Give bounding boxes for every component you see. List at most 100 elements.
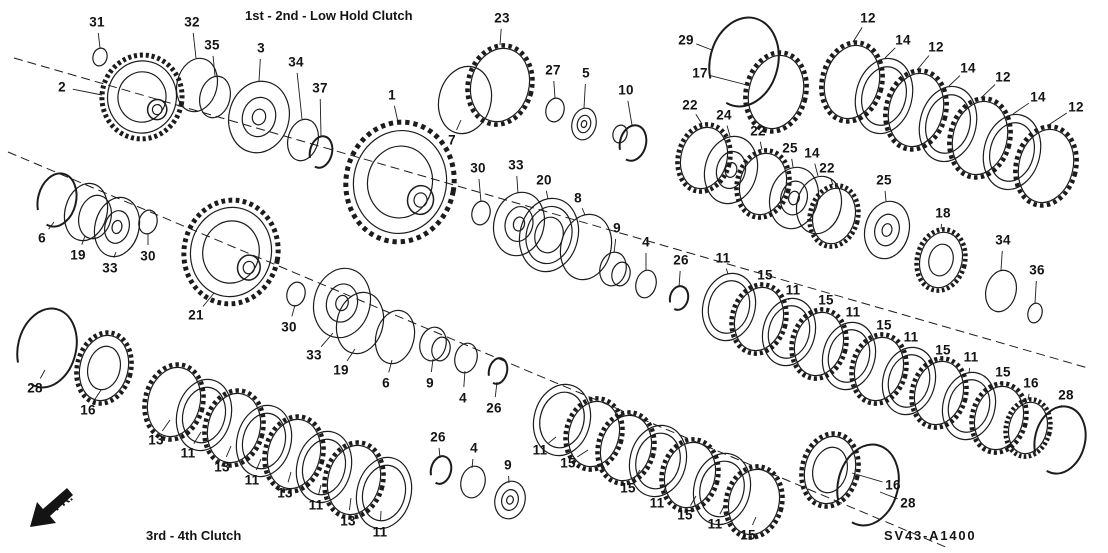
- part-shape: [807, 183, 861, 249]
- part-shape: [887, 354, 931, 408]
- part-shape: [343, 119, 457, 245]
- part-shape: [146, 366, 202, 438]
- part-shape: [563, 396, 625, 472]
- leader-line: [752, 516, 757, 526]
- leader-line: [940, 223, 943, 230]
- part-shape: [437, 65, 493, 135]
- part-shape: [827, 329, 871, 383]
- part-shape: [93, 196, 141, 258]
- part-shape: [559, 213, 613, 281]
- part-shape: [567, 400, 621, 468]
- leader-line: [1027, 393, 1030, 401]
- part-shape: [918, 231, 964, 289]
- part-shape: [779, 180, 809, 216]
- part-shape: [206, 392, 262, 464]
- part-shape: [504, 206, 534, 242]
- leader-line: [225, 445, 232, 458]
- part-shape: [599, 251, 627, 287]
- leader-line: [661, 482, 669, 494]
- part-shape: [795, 175, 843, 235]
- part-shape: [989, 122, 1035, 182]
- part-shape: [366, 145, 434, 219]
- part-shape: [295, 430, 353, 504]
- leader-line: [393, 105, 399, 123]
- part-shape: [175, 57, 219, 113]
- part-shape: [679, 126, 729, 190]
- part-shape: [189, 206, 273, 298]
- part-shape: [701, 272, 757, 342]
- part-shape: [914, 227, 968, 293]
- leader-line: [852, 27, 863, 43]
- part-shape: [286, 281, 306, 307]
- part-shape: [202, 388, 266, 468]
- part-shape: [947, 379, 991, 433]
- part-shape: [853, 336, 905, 402]
- leader-line: [346, 348, 356, 362]
- leader-line: [1012, 102, 1030, 115]
- part-shape: [789, 307, 849, 381]
- part-shape: [322, 440, 386, 520]
- leader-line: [884, 47, 896, 59]
- part-shape: [301, 438, 347, 496]
- part-shape: [635, 269, 657, 299]
- part-shape: [181, 197, 281, 307]
- part-shape: [668, 285, 690, 311]
- part-shape: [228, 80, 290, 154]
- part-shape: [768, 166, 820, 230]
- part-shape: [202, 220, 260, 284]
- leader-line: [161, 419, 171, 432]
- part-shape: [545, 97, 565, 123]
- part-shape: [325, 283, 359, 323]
- part-shape: [836, 443, 900, 527]
- part-shape: [1017, 128, 1075, 204]
- part-shape: [811, 187, 857, 245]
- part-shape: [111, 219, 123, 235]
- leader-line: [545, 190, 549, 200]
- leader-line: [202, 292, 215, 307]
- part-shape: [580, 119, 588, 129]
- leader-line: [726, 125, 731, 137]
- part-shape: [106, 60, 178, 134]
- part-shape: [266, 418, 322, 490]
- part-shape: [874, 213, 900, 247]
- part-shape: [854, 57, 914, 135]
- part-shape: [913, 360, 965, 426]
- diagram-title-top: 1st - 2nd - Low Hold Clutch: [245, 8, 413, 23]
- leader-line: [1000, 250, 1003, 271]
- leader-line: [980, 84, 996, 99]
- part-shape: [947, 96, 1013, 180]
- leader-line: [678, 270, 681, 288]
- part-shape: [1007, 401, 1049, 455]
- part-shape: [465, 43, 535, 127]
- part-shape: [767, 305, 811, 359]
- part-shape: [729, 282, 789, 356]
- part-shape: [236, 254, 261, 281]
- part-shape: [576, 114, 592, 134]
- leader-line: [348, 497, 352, 511]
- part-shape: [1013, 124, 1079, 208]
- leader-line: [287, 471, 292, 483]
- part-shape: [198, 75, 232, 119]
- part-shape: [16, 307, 78, 389]
- part-shape: [635, 432, 681, 490]
- leader-line: [791, 158, 794, 168]
- part-shape: [738, 152, 788, 216]
- leader-line: [583, 83, 586, 109]
- part-shape: [251, 108, 267, 126]
- leader-line: [948, 75, 961, 87]
- leader-line: [320, 332, 334, 347]
- part-shape: [142, 362, 206, 442]
- part-shape: [881, 346, 937, 416]
- part-shape: [611, 261, 631, 287]
- part-shape: [659, 437, 721, 513]
- part-shape: [175, 378, 233, 452]
- leader-line: [613, 238, 617, 254]
- leader-line: [255, 458, 262, 471]
- part-shape: [821, 321, 877, 391]
- leader-line: [627, 100, 633, 126]
- leader-line: [814, 163, 819, 177]
- part-shape: [151, 103, 163, 116]
- part-shape: [36, 172, 78, 228]
